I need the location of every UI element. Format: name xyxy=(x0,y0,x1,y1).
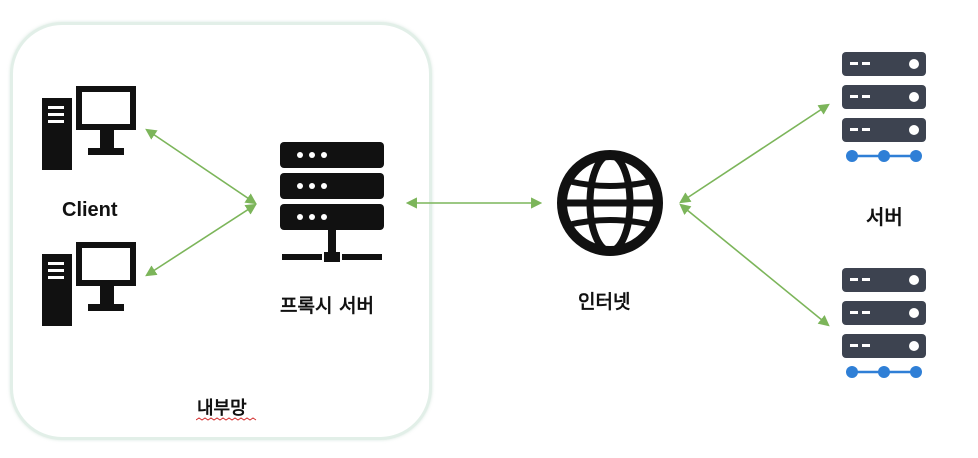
internet-label: 인터넷 xyxy=(578,291,631,313)
client-label: Client xyxy=(62,199,118,221)
server-icon xyxy=(842,52,926,162)
arrow-internet-server2 xyxy=(679,203,830,327)
internal-network-label: 내부망 xyxy=(197,398,247,419)
desktop-computer-icon xyxy=(42,242,136,326)
arrow-client1-proxy xyxy=(145,128,257,205)
globe-icon xyxy=(557,150,663,256)
server-label: 서버 xyxy=(866,205,903,229)
connections xyxy=(145,103,830,327)
server-icon xyxy=(842,268,926,378)
proxy-server-label: 프록시 서버 xyxy=(280,295,375,317)
arrow-client2-proxy xyxy=(145,203,257,277)
proxy-server-icon xyxy=(280,142,384,262)
desktop-computer-icon xyxy=(42,86,136,170)
spellcheck-underline xyxy=(196,417,257,421)
arrow-internet-server1 xyxy=(679,103,830,204)
